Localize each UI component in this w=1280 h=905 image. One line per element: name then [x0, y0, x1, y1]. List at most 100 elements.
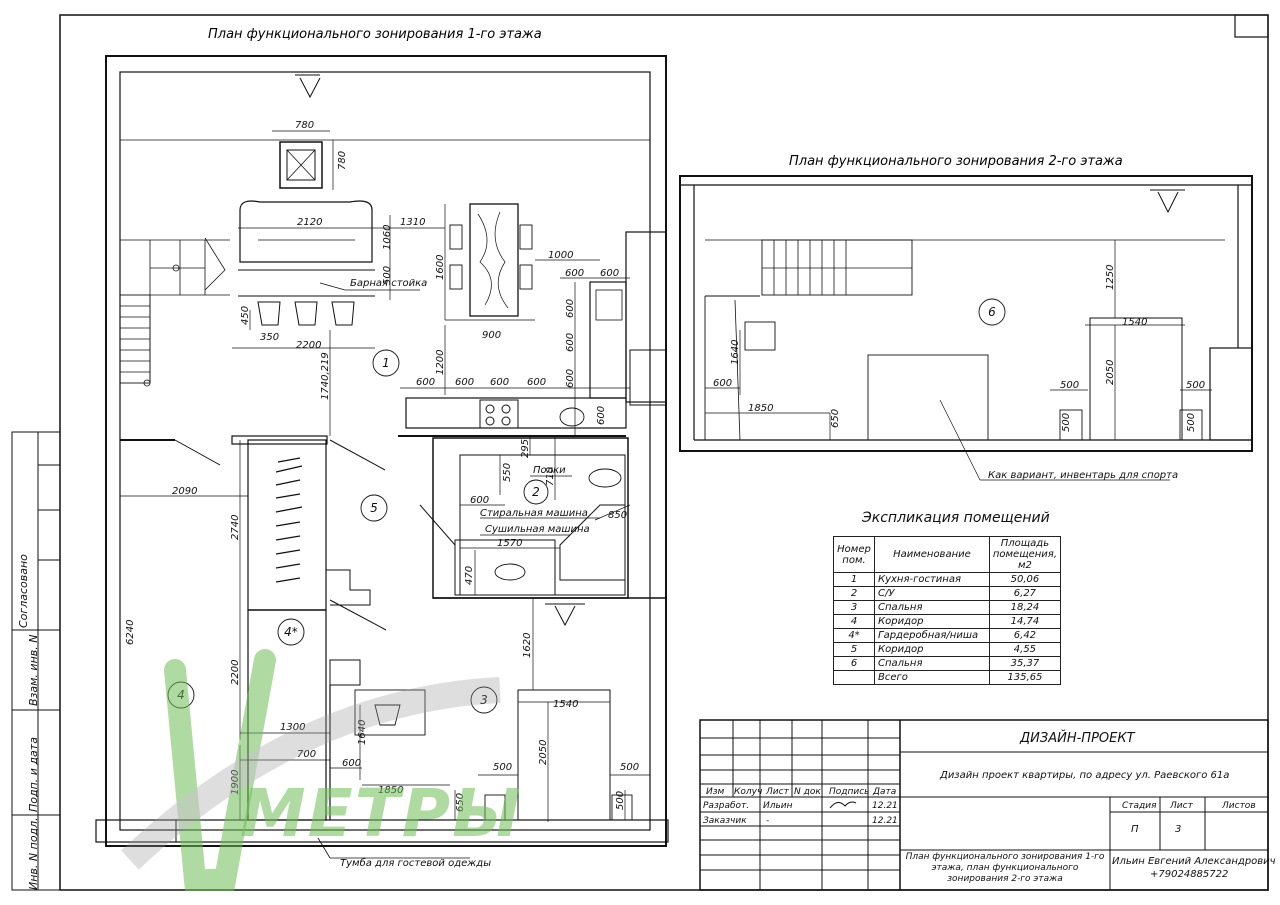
dim: 500 [493, 762, 512, 773]
dim: 500 [1186, 413, 1197, 432]
header-area: Площадь помещения, м2 [988, 536, 1062, 573]
dim: 900 [482, 330, 501, 341]
dim: 600 [527, 377, 546, 388]
dim: 2200 [230, 660, 241, 685]
dim: 600 [470, 495, 489, 506]
stamp-agreed: Согласовано [17, 554, 30, 628]
cell: 6,42 [988, 628, 1062, 643]
client-dash: - [766, 816, 769, 826]
cell: Коридор [874, 642, 990, 657]
dim: 1850 [748, 403, 773, 414]
cell: 135,65 [988, 670, 1062, 685]
dim: 1300 [280, 722, 305, 733]
dim: 1250 [1105, 265, 1116, 290]
sheets-label: Листов [1221, 801, 1256, 811]
dim: 1200 [435, 350, 446, 375]
cell: 50,06 [988, 572, 1062, 587]
corner-box [1234, 14, 1269, 38]
project-type: ДИЗАЙН-ПРОЕКТ [1019, 730, 1136, 746]
dim: 600 [342, 758, 361, 769]
floor2-dimension-lines [705, 240, 1212, 481]
header-number: Номер пом. [833, 536, 875, 573]
dim: 2050 [538, 740, 549, 765]
stamp-sign-date: Подп. и дата [27, 737, 40, 812]
dim: 650 [830, 409, 841, 428]
dim: 600 [600, 268, 619, 279]
dim: 500 [1060, 380, 1079, 391]
floor1-dimension-lines [119, 130, 650, 822]
watermark-logo [121, 649, 501, 891]
explication-title: Экспликация помещений [862, 510, 1050, 526]
dim: 1570 [497, 538, 522, 549]
dim: 1060 [382, 225, 393, 250]
title-block-col: Колуч [734, 787, 762, 797]
dim: 1640 [730, 340, 741, 365]
author-phone: +79024885722 [1150, 869, 1228, 880]
dim: 350 [260, 332, 279, 343]
dim: 1310 [400, 217, 425, 228]
guest-cabinet-label: Тумба для гостевой одежды [340, 857, 491, 869]
floor1-annotations: Барная стойка Полки Стиральная машина Су… [317, 278, 600, 869]
dim: 650 [455, 793, 466, 812]
floor1-title: План функционального зонирования 1-го эт… [208, 27, 542, 42]
room-number-6: 6 [988, 305, 996, 319]
cell: 35,37 [988, 656, 1062, 671]
dim: 500 [615, 791, 626, 810]
developer-role: Разработ. [703, 801, 749, 811]
signature-icon [829, 801, 857, 809]
cell: Спальня [874, 656, 990, 671]
cell: 4 [833, 614, 875, 629]
dim: 850 [608, 510, 627, 521]
dim: 600 [490, 377, 509, 388]
floor2-walls [679, 175, 1253, 452]
dryer-label: Сушильная машина [485, 524, 590, 535]
title-block-grid [699, 719, 1269, 891]
cell: 6 [833, 656, 875, 671]
cell [833, 670, 875, 685]
cell: 3 [833, 600, 875, 615]
title-block-col: Подпись [829, 787, 869, 797]
floor2-title: План функционального зонирования 2-го эт… [789, 154, 1123, 169]
dim: 550 [502, 463, 513, 482]
cell: 1 [833, 572, 875, 587]
dim: 1640 [357, 720, 368, 745]
stage-value: П [1131, 824, 1139, 835]
cell: Гардеробная/ниша [874, 628, 990, 643]
floor2-dimensions: 1250 1540 1640 600 1850 650 500 2050 500… [713, 265, 1205, 481]
cell: 4* [833, 628, 875, 643]
dim: 1000 [548, 250, 573, 261]
dim: 2200 [296, 340, 321, 351]
room-number-3: 3 [480, 693, 488, 707]
dim: 1600 [435, 255, 446, 280]
washing-machine-label: Стиральная машина [480, 508, 588, 519]
stamp-inv-orig: Инв. N подл. [27, 817, 40, 890]
client-date: 12.21 [872, 816, 898, 826]
dim: 1740,219 [320, 352, 331, 400]
room-number-4star: 4* [284, 625, 298, 639]
dim: 500 [382, 266, 393, 285]
cell: Коридор [874, 614, 990, 629]
dim: 1540 [553, 699, 578, 710]
explication-table: Номер пом. Наименование Площадь помещени… [833, 536, 1062, 685]
title-block-col: Изм [706, 787, 725, 797]
cell: Всего [874, 670, 990, 685]
room-number-5: 5 [370, 501, 378, 515]
cell: 5 [833, 642, 875, 657]
dim: 2120 [297, 217, 322, 228]
title-block-col: Дата [872, 787, 896, 797]
dim: 600 [565, 333, 576, 352]
title-block-col: N док [794, 787, 821, 797]
dim: 600 [713, 378, 732, 389]
room-number-2: 2 [532, 485, 540, 499]
stamp-replace-inv: Взам. инв. N [27, 634, 40, 706]
author-name: Ильин Евгений Александрович [1112, 856, 1276, 867]
dim: 295 [520, 439, 531, 458]
sport-note: Как вариант, инвентарь для спорта [988, 470, 1178, 481]
cell: 2 [833, 586, 875, 601]
dim: 780 [337, 151, 348, 170]
